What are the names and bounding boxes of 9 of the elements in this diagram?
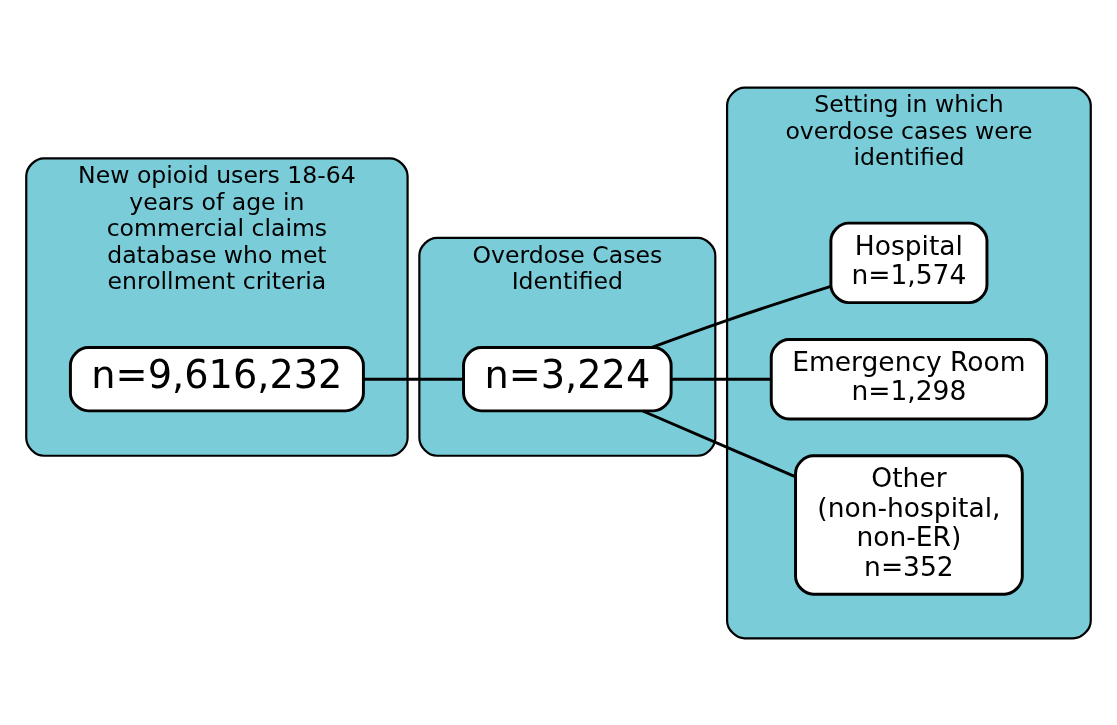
connector [363,377,464,381]
node-box: Hospital n=1,574 [829,221,989,304]
node-box: Emergency Room n=1,298 [769,337,1049,420]
connector [642,409,796,478]
node-box: Other (non-hospital, non-ER) n=352 [794,453,1024,596]
connector [671,377,771,381]
connector [651,284,832,349]
node-box: n=3,224 [462,345,673,412]
node-box: n=9,616,232 [68,345,365,412]
